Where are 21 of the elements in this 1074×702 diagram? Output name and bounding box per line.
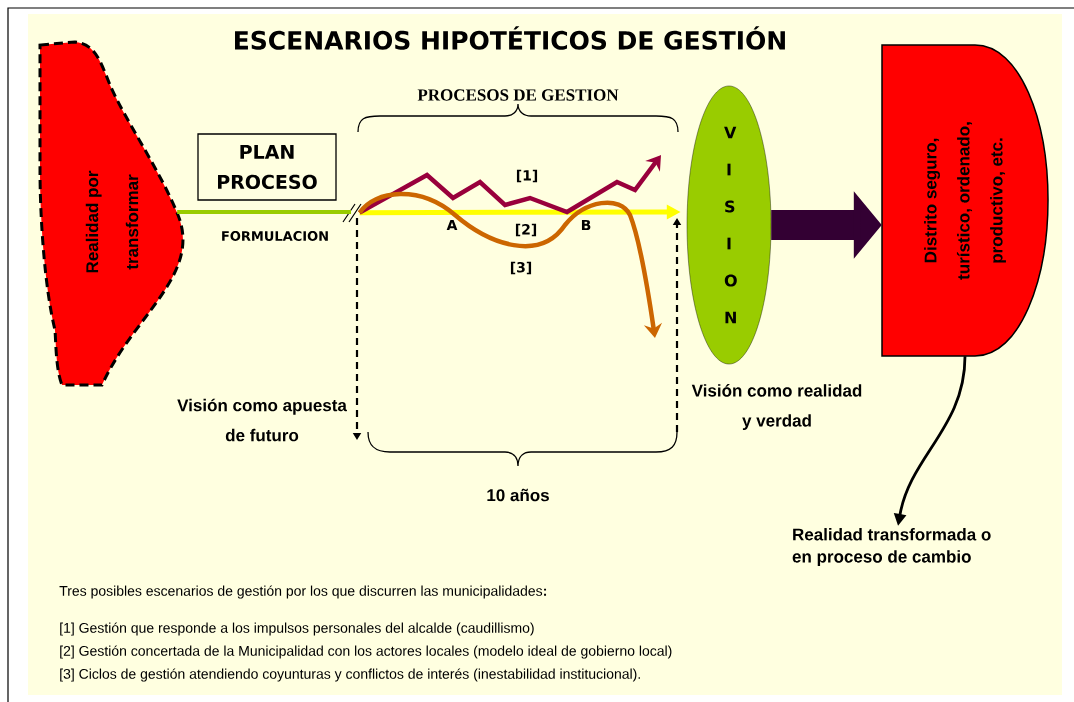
result-text: Realidad transformada o en proceso de cambio — [792, 528, 991, 566]
note-line: [3] Ciclos de gestión atendiendo coyunturas y conflictos de interés (inestabilidad institucional). — [60, 668, 640, 682]
annotation: Visión como apuesta de futuro — [177, 398, 347, 442]
annotation: Visión como realidad y verdad — [691, 384, 862, 430]
section-heading: PROCESOS DE GESTION — [417, 89, 619, 101]
point-label: B — [581, 219, 591, 231]
note-line: [1] Gestión que responde a los impulsos personales del alcalde (caudillismo) — [60, 622, 534, 636]
trend-arrow — [358, 155, 661, 215]
note-heading: Tres posibles escenarios de gestión por los que discurren las municipalidades: — [59, 585, 547, 599]
curve-number: [3] — [510, 261, 532, 275]
duration-label: 10 años — [487, 488, 549, 502]
note-line: [2] Gestión concertada de la Municipalidad con los actores locales (modelo ideal de gobierno local) — [60, 645, 672, 659]
blob-label: Realidad por transformar — [85, 170, 139, 273]
curve-number: [2] — [515, 223, 537, 237]
axis-label: FORMULACION — [222, 231, 328, 241]
plan-box: PLAN PROCESO — [197, 133, 337, 201]
formulation-line — [177, 210, 351, 214]
point-label: A — [446, 219, 458, 231]
title: ESCENARIOS HIPOTÉTICOS DE GESTIÓN — [235, 26, 785, 50]
curve-number: [1] — [516, 169, 538, 183]
distrito-label: Distrito seguro, turístico, ordenado, productivo, etc. — [924, 122, 1006, 280]
